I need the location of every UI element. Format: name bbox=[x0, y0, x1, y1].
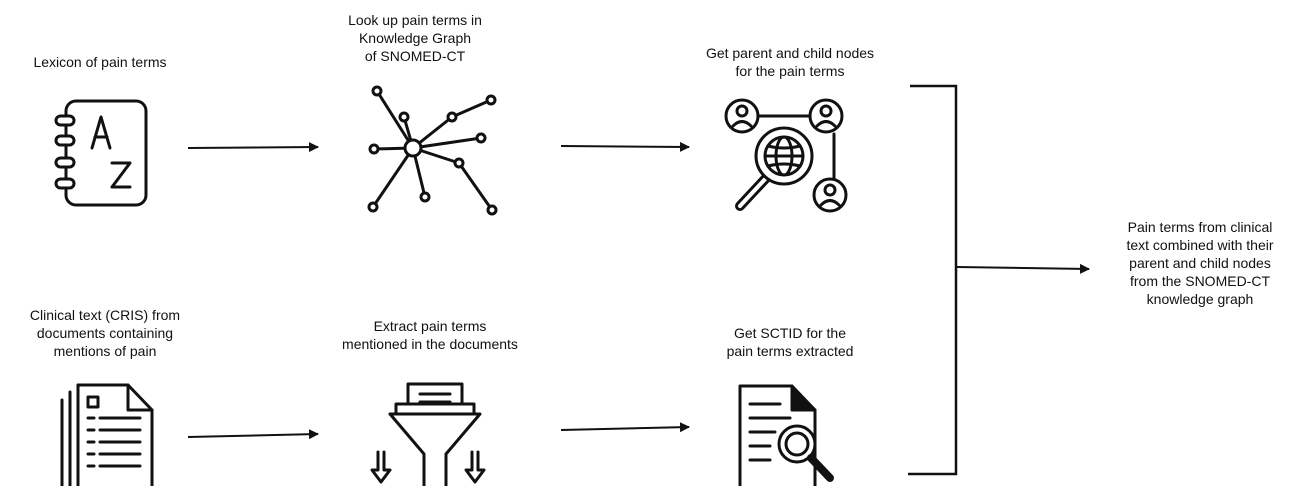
clinical-text-label: Clinical text (CRIS) from documents cont… bbox=[29, 307, 181, 359]
filter-funnel-icon bbox=[370, 382, 486, 486]
parent-child-label: Get parent and child nodes for the pain … bbox=[705, 45, 875, 79]
documents-stack-icon bbox=[60, 383, 154, 486]
knowledge-graph-network-icon bbox=[367, 85, 498, 216]
document-search-icon bbox=[738, 384, 834, 486]
address-book-az-icon bbox=[54, 99, 148, 207]
merge-bracket bbox=[908, 84, 958, 476]
extract-label: Extract pain terms mentioned in the docu… bbox=[342, 318, 518, 352]
lexicon-label: Lexicon of pain terms bbox=[33, 54, 167, 70]
arrow-extract-to-sctid bbox=[560, 422, 690, 433]
sctid-label: Get SCTID for the pain terms extracted bbox=[726, 325, 854, 359]
arrow-lookup-to-parent-child bbox=[560, 141, 690, 152]
output-label: Pain terms from clinical text combined w… bbox=[1126, 219, 1274, 307]
arrow-clinical-to-extract bbox=[187, 429, 319, 440]
arrow-bracket-to-output bbox=[956, 263, 1090, 274]
lookup-label: Look up pain terms in Knowledge Graph of… bbox=[348, 12, 482, 64]
arrow-lexicon-to-lookup bbox=[187, 142, 319, 153]
globe-search-users-icon bbox=[724, 98, 848, 213]
